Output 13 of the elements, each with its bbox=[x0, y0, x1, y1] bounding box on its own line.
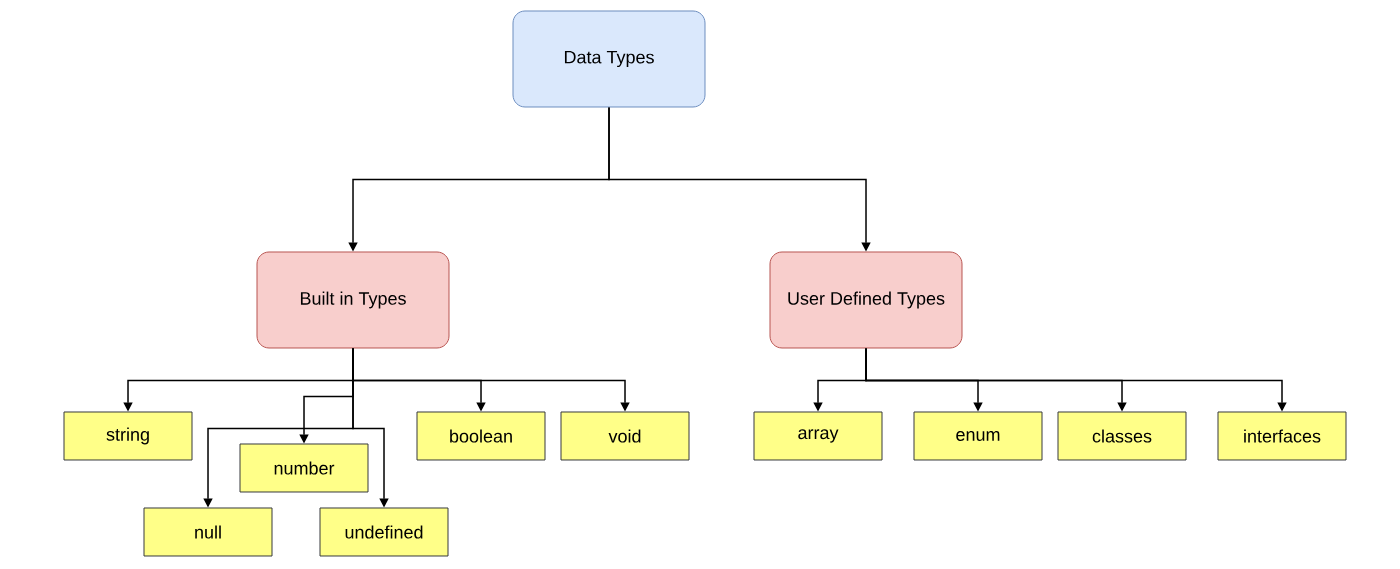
type-box: string bbox=[63, 411, 193, 461]
category-box: User Defined Types bbox=[769, 251, 963, 349]
type-box: classes bbox=[1057, 411, 1187, 461]
type-box: number bbox=[239, 443, 369, 493]
category-box: Data Types bbox=[512, 10, 706, 108]
type-box: null bbox=[143, 507, 273, 557]
type-box: undefined bbox=[319, 507, 449, 557]
category-box: Built in Types bbox=[256, 251, 450, 349]
type-box: enum bbox=[913, 411, 1043, 461]
type-box: interfaces bbox=[1217, 411, 1347, 461]
type-box: array bbox=[753, 411, 883, 461]
type-box: boolean bbox=[416, 411, 546, 461]
type-box: void bbox=[560, 411, 690, 461]
